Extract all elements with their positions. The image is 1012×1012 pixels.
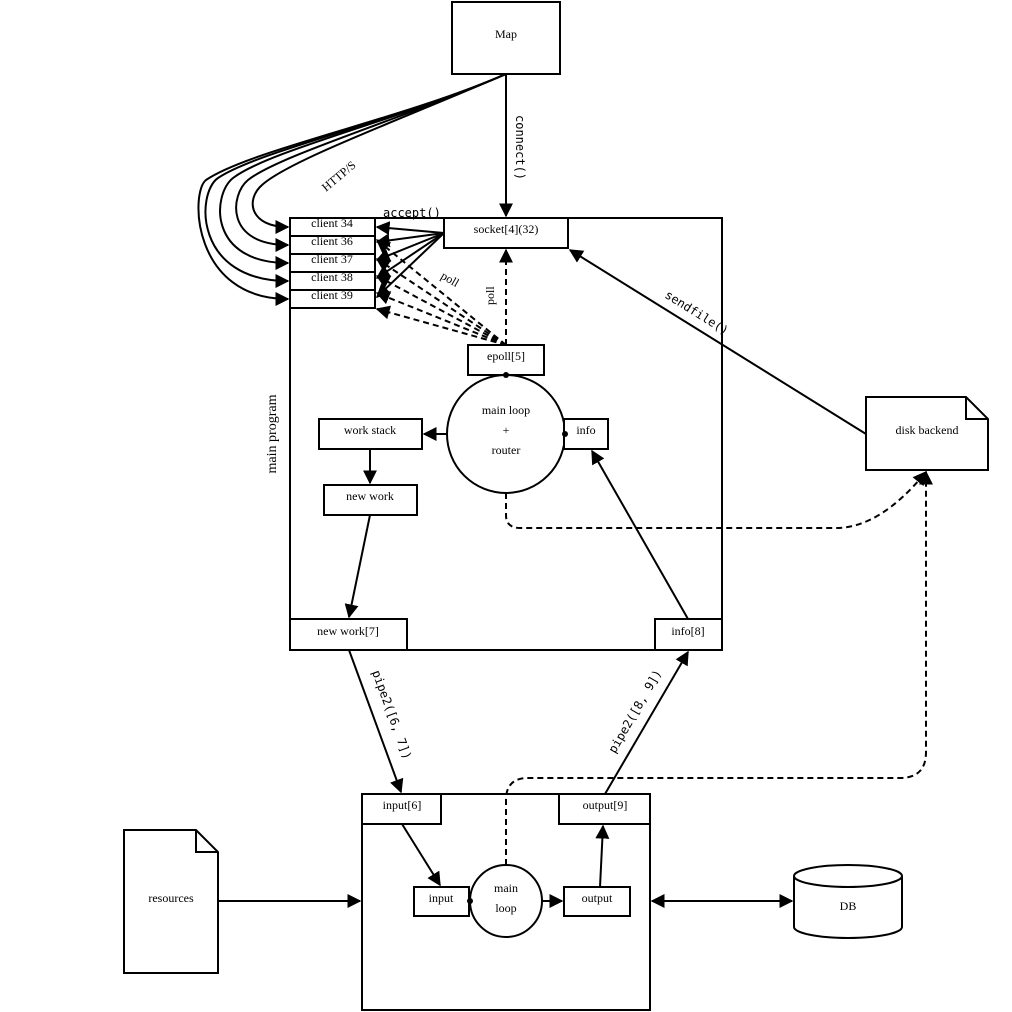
disk-backend-node: disk backend [865,396,989,471]
worker-loop-label-2: loop [495,901,516,915]
client-label: client 36 [311,234,353,248]
output-fd-node: output[9] [558,793,651,825]
work-stack-node: work stack [318,418,423,450]
resources-label: resources [148,891,194,905]
output-fd-label: output[9] [583,798,628,812]
accept-label: accept() [383,206,441,220]
main-loop-router: router [492,443,521,457]
connect-edge: connect() [499,74,527,218]
main-loop-plus: + [503,423,510,437]
epoll-label: epoll[5] [487,349,525,363]
input-label: input [429,891,454,905]
map-node: Map [451,1,561,75]
worker-loop-node: main loop [469,864,543,938]
info-node: info [563,418,609,450]
loop-to-disk-edge [505,470,927,529]
main-program-label: main program [265,394,280,473]
resources-node: resources [123,829,219,974]
client-label: client 38 [311,270,353,284]
pipe-in-edge: pipe2([6, 7]) [348,649,414,794]
newwork-to-fd-edge [344,514,371,619]
client-label: client 34 [311,216,353,230]
socket-node: socket[4](32) [443,217,569,249]
infofd-to-info-edge [591,449,689,620]
disk-backend-label: disk backend [896,423,959,437]
input-node: input [413,886,470,917]
pipe-in-label: pipe2([6, 7]) [369,668,414,761]
info-fd-label: info[8] [671,624,704,638]
worker-to-disk-edge [505,470,933,865]
output-label: output [582,891,613,905]
inputfd-to-input-edge [401,823,441,887]
new-work-fd-label: new work[7] [317,624,379,638]
new-work-fd-node: new work[7] [289,618,408,651]
db-node: DB [793,864,903,939]
work-stack-label: work stack [344,423,396,437]
info-port [562,431,568,437]
epoll-port [503,372,509,378]
socket-label: socket[4](32) [474,222,539,236]
new-work-label: new work [346,489,394,503]
https-label: HTTP/S [319,158,359,194]
output-node: output [563,886,631,917]
info-fd-node: info[8] [654,618,723,651]
pipe-out-edge: pipe2([8, 9]) [604,650,689,795]
new-work-node: new work [323,484,418,516]
connect-label: connect() [513,115,527,180]
db-label: DB [840,899,857,913]
info-label: info [576,423,595,437]
client-label: client 39 [311,288,353,302]
poll-socket-label: poll [483,286,497,305]
main-loop-label: main loop [482,403,530,417]
main-loop-node: main loop + router [446,374,566,494]
client-label: client 37 [311,252,353,266]
epoll-node: epoll[5] [467,344,545,376]
worker-loop-label: main [494,881,518,895]
map-label: Map [495,27,517,41]
poll-socket-edge: poll [483,248,513,345]
input-fd-label: input[6] [383,798,422,812]
input-fd-node: input[6] [361,793,442,825]
output-to-fd-edge [595,824,610,888]
client-box [289,289,376,309]
input-port [467,898,473,904]
client-list: client 34 client 36 client 37 client 38 … [289,216,376,309]
